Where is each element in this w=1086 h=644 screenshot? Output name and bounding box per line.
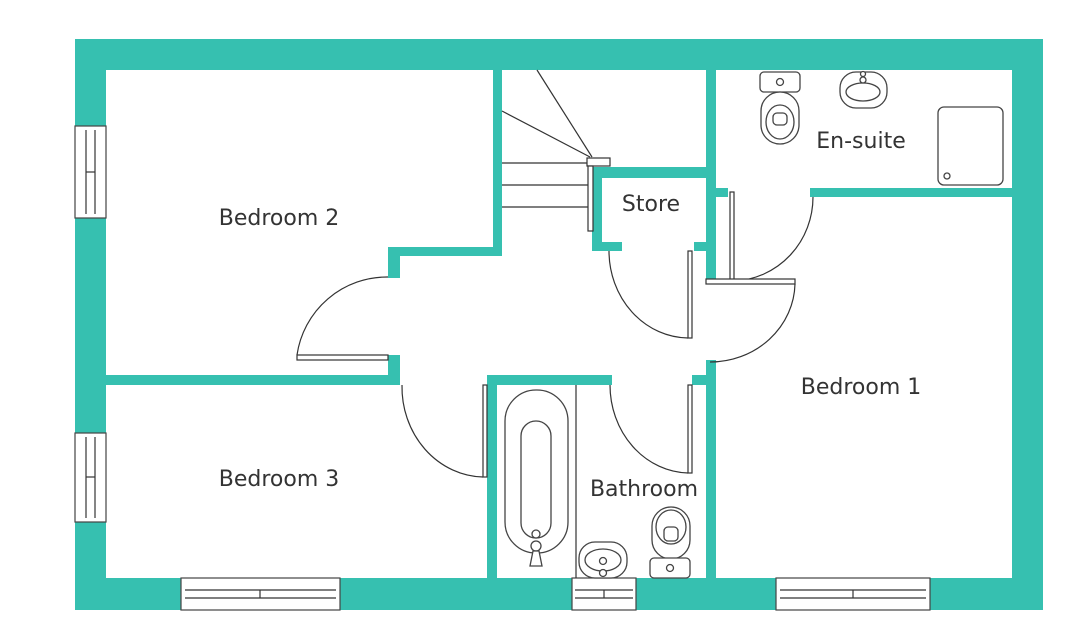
label-bedroom-3: Bedroom 3 (219, 467, 340, 492)
door-bedroom-1 (705, 278, 796, 363)
label-bedroom-1: Bedroom 1 (801, 375, 922, 400)
door-bathroom (609, 384, 693, 474)
window-bathroom (571, 577, 637, 611)
windows (74, 125, 931, 611)
door-bedroom-3 (401, 384, 488, 478)
bathroom-basin (578, 541, 628, 579)
label-en-suite: En-suite (816, 129, 905, 154)
window-bedroom-3-bottom (180, 577, 341, 611)
window-bedroom-3 (74, 432, 107, 523)
door-bedroom-2 (296, 276, 389, 361)
staircase (501, 69, 611, 232)
room-labels: Bedroom 2 Store En-suite Bedroom 1 Bedro… (219, 129, 922, 502)
bathroom-toilet (649, 506, 691, 579)
en-suite-basin (839, 70, 888, 109)
shower-tray (937, 106, 1004, 186)
label-bathroom: Bathroom (590, 477, 698, 502)
label-bedroom-2: Bedroom 2 (219, 206, 340, 231)
bath (504, 389, 569, 567)
window-bedroom-2 (74, 125, 107, 219)
en-suite-toilet (759, 71, 801, 145)
doors (296, 191, 814, 478)
door-en-suite (729, 191, 814, 282)
door-store (608, 250, 693, 339)
fixtures (504, 70, 1004, 579)
label-store: Store (622, 192, 680, 217)
window-bedroom-1 (775, 577, 931, 611)
